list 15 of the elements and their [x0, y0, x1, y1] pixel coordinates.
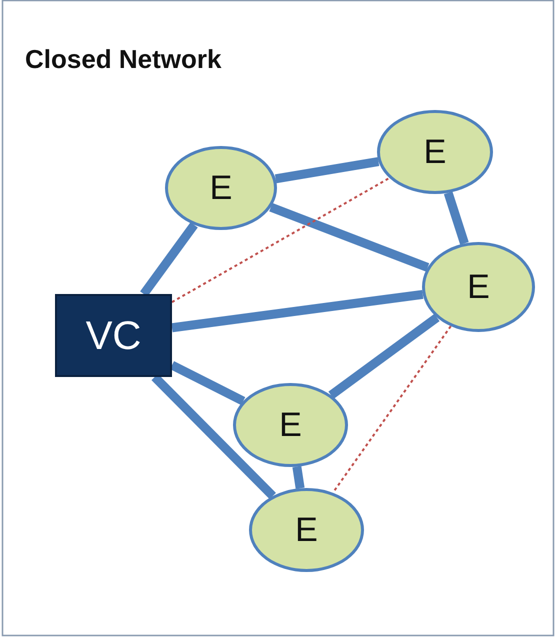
- controller-box: [55, 294, 172, 377]
- link-line: [444, 192, 469, 245]
- title: Closed Network: [25, 44, 222, 75]
- link-line: [292, 466, 305, 489]
- node-label: E: [295, 513, 318, 547]
- node-label: E: [424, 135, 446, 169]
- node-label: E: [279, 408, 302, 442]
- link-line: [328, 314, 440, 399]
- node-label: E: [467, 270, 490, 304]
- node-label: VC: [86, 316, 142, 356]
- link-line: [274, 157, 380, 184]
- dotted-link: [172, 177, 390, 303]
- link-line: [269, 202, 430, 272]
- node-label: E: [210, 171, 232, 205]
- link-line: [171, 290, 424, 332]
